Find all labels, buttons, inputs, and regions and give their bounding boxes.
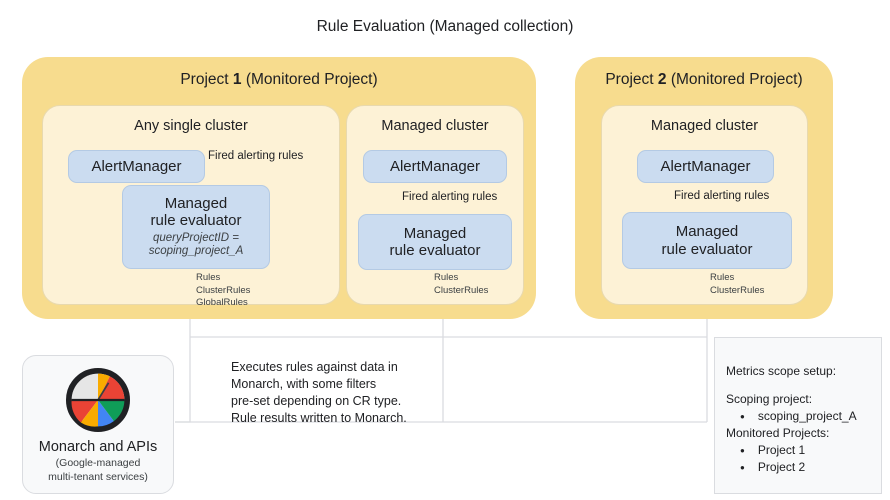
page-title: Rule Evaluation (Managed collection) (316, 18, 574, 35)
alertmanager-label-1: AlertManager (91, 157, 182, 175)
alertmanager-label-3: AlertManager (660, 157, 751, 175)
monarch-logo (65, 367, 131, 433)
project-1-title-number: 1 (232, 71, 242, 88)
rule-evaluator-label-1: Managed rule evaluator (150, 194, 242, 230)
alertmanager-node-3[interactable]: AlertManager (637, 150, 774, 183)
project-1-title-suffix: (Monitored Project) (241, 71, 378, 88)
project-2-title-suffix: (Monitored Project) (666, 71, 803, 88)
project-2-title: Project 2 (Monitored Project) (575, 71, 833, 89)
rule-evaluator-queryprojectid-1: queryProjectID = scoping_project_A (148, 231, 244, 258)
rules-list-2: Rules ClusterRules (434, 272, 489, 296)
cluster-1-title: Any single cluster (134, 118, 248, 134)
note-executes-rules: Executes rules against data in Monarch, … (231, 360, 407, 425)
alertmanager-node-1[interactable]: AlertManager (68, 150, 205, 183)
rule-evaluator-node-3[interactable]: Managed rule evaluator (622, 212, 792, 269)
cluster-3-title: Managed cluster (650, 118, 759, 134)
edge-label-fired-alerting-rules-1: Fired alerting rules (208, 150, 304, 162)
rule-evaluator-label-3: Managed rule evaluator (661, 223, 753, 258)
scoping-project-item: scoping_project_A (726, 408, 876, 425)
monarch-subtitle: (Google-managed multi-tenant services) (48, 457, 148, 483)
cluster-2-title: Managed cluster (381, 118, 489, 134)
cluster-managed-container-3: Managed cluster (601, 105, 808, 305)
metrics-scope-heading: Metrics scope setup: (726, 364, 837, 378)
project-1-title-prefix: Project (180, 71, 233, 88)
alertmanager-node-2[interactable]: AlertManager (363, 150, 507, 183)
rule-evaluator-node-1[interactable]: Managed rule evaluator queryProjectID = … (122, 185, 270, 269)
monitored-project-item-2: Project 2 (726, 459, 876, 476)
monarch-card[interactable]: Monarch and APIs (Google-managed multi-t… (22, 355, 174, 494)
project-2-title-number: 2 (657, 71, 667, 88)
edge-label-fired-alerting-rules-3: Fired alerting rules (674, 190, 770, 202)
rules-list-1: Rules ClusterRules GlobalRules (196, 272, 251, 309)
edge-label-fired-alerting-rules-2: Fired alerting rules (402, 191, 498, 203)
monitored-project-item-1: Project 1 (726, 442, 876, 459)
project-2-title-prefix: Project (605, 71, 658, 88)
rule-evaluator-node-2[interactable]: Managed rule evaluator (358, 214, 512, 270)
scoping-project-label: Scoping project: (726, 392, 813, 407)
monarch-title: Monarch and APIs (38, 439, 158, 455)
alertmanager-label-2: AlertManager (389, 157, 481, 175)
rules-list-3: Rules ClusterRules (710, 272, 765, 296)
rule-evaluator-label-2: Managed rule evaluator (389, 224, 481, 259)
project-1-title: Project 1 (Monitored Project) (22, 71, 536, 89)
cluster-managed-container-2: Managed cluster (346, 105, 524, 305)
monitored-projects-label: Monitored Projects: (726, 426, 830, 441)
metrics-scope-content: Metrics scope setup: Scoping project: sc… (726, 363, 876, 476)
